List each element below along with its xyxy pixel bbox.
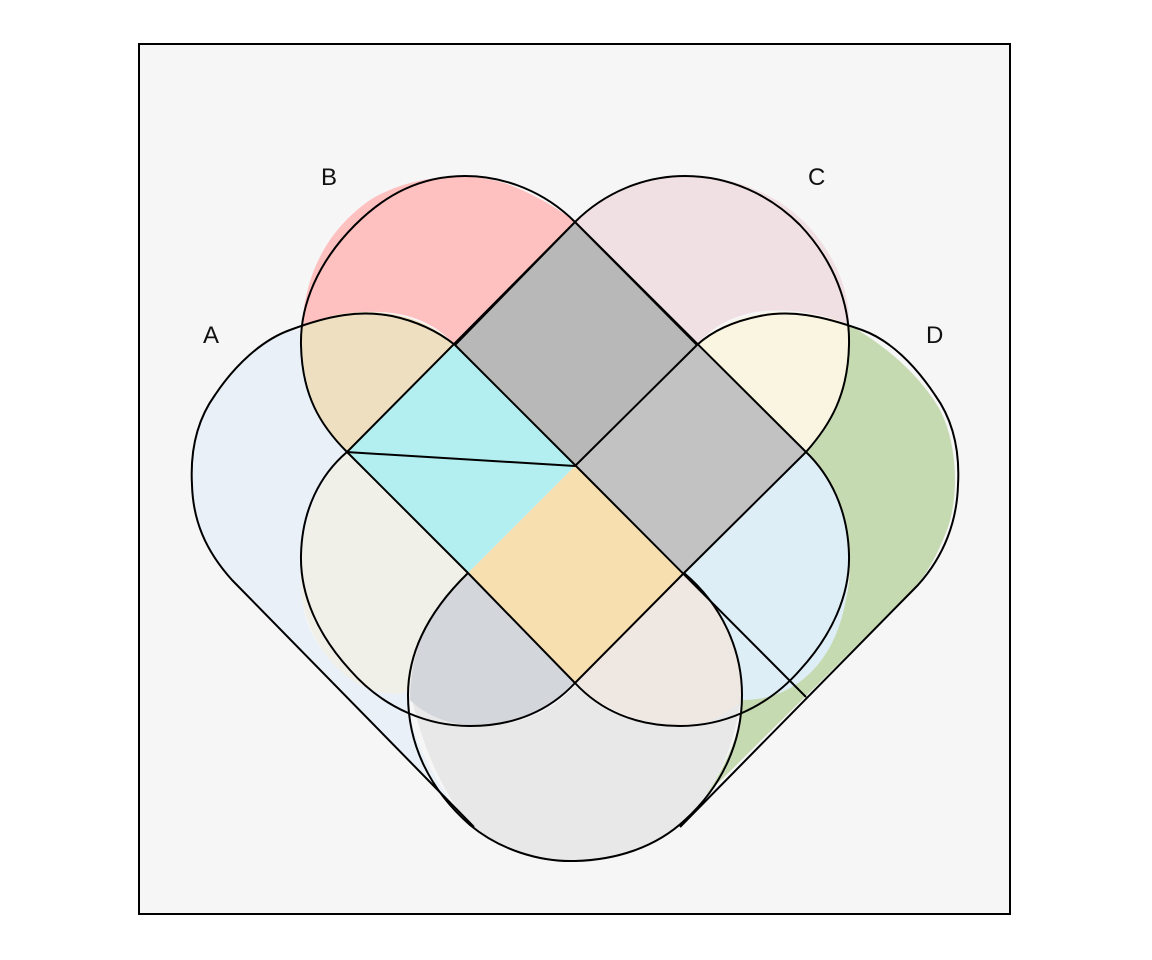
- region-lower-right: [575, 573, 742, 725]
- set-label-c: C: [808, 164, 825, 191]
- outline-d: [345, 312, 960, 828]
- region-a-only: [191, 330, 455, 808]
- region-lower-left: [410, 573, 575, 726]
- region-c-d: [697, 311, 850, 452]
- region-a-b: [301, 312, 455, 452]
- region-d-only: [706, 325, 956, 795]
- region-right-center: [575, 345, 806, 573]
- set-label-d: D: [926, 322, 943, 349]
- region-a-e: [300, 452, 468, 694]
- outline-a: [190, 312, 807, 828]
- region-e-only: [410, 685, 742, 862]
- region-b-only: [302, 176, 575, 345]
- inner-diamond-lines: [346, 221, 807, 453]
- region-c-only: [575, 175, 850, 345]
- set-label-a: A: [203, 322, 219, 349]
- set-label-b: B: [321, 164, 337, 191]
- outline-e: [407, 572, 743, 863]
- set-outlines: [190, 175, 960, 863]
- region-d-e: [684, 452, 850, 700]
